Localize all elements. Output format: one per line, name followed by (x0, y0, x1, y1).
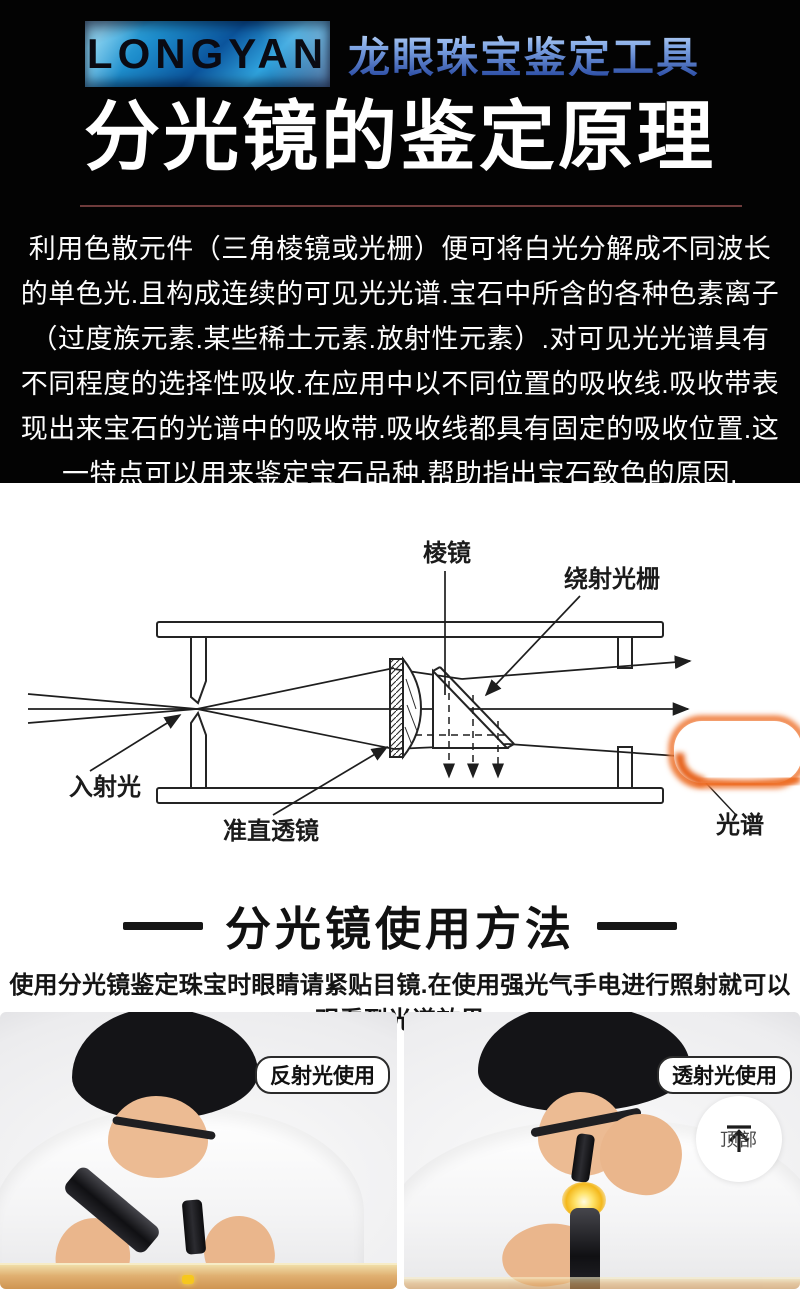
incoming-ray-upper (27, 693, 198, 710)
hero-section: LONGYAN 龙眼珠宝鉴定工具 分光镜的鉴定原理 利用色散元件（三角棱镜或光栅… (0, 0, 800, 489)
title-dash-right (597, 922, 677, 930)
back-to-top-button[interactable]: 顶部 (696, 1096, 782, 1182)
grating-plate (439, 666, 515, 745)
label-collimating-lens: 准直透镜 (223, 817, 319, 845)
label-prism: 棱镜 (423, 539, 471, 567)
person-face (108, 1096, 208, 1178)
paragraph-line: 不同程度的选择性吸收.在应用中以不同位置的吸收线.吸收带表 (20, 369, 780, 399)
flashlight-upright (570, 1208, 600, 1289)
dashed-rays (415, 681, 505, 779)
paragraph-line: 利用色散元件（三角棱镜或光栅）便可将白光分解成不同波长 (28, 234, 772, 264)
spectrum-glow (668, 715, 800, 789)
label-incident-light: 入射光 (69, 774, 141, 801)
paragraph-line: 的单色光.且构成连续的可见光光谱.宝石中所含的各种色素离子 (20, 279, 780, 309)
photo-label-transmitted: 透射光使用 (657, 1056, 792, 1094)
label-grating: 绕射光栅 (564, 565, 660, 593)
incoming-ray-lower (27, 708, 198, 724)
arrow-to-top-icon (727, 1125, 751, 1152)
spectroscope-diagram-svg: 棱镜 绕射光栅 入射光 准直透镜 光谱 (27, 539, 800, 845)
usage-section-title: 分光镜使用方法 (225, 903, 575, 955)
collimating-lens (389, 656, 422, 760)
tube-right-lower-stub (617, 746, 633, 789)
lens-pointer (272, 746, 389, 816)
photo-transmitted-light: 透射光使用 顶部 (404, 1012, 800, 1289)
tube-housing (156, 621, 664, 804)
table-surface (0, 1263, 397, 1289)
incident-pointer (89, 714, 182, 772)
paragraph-line: （过度族元素.某些稀土元素.放射性元素）.对可见光光谱具有 (30, 324, 770, 354)
title-divider (80, 205, 742, 207)
photo-label-reflected: 反射光使用 (255, 1056, 390, 1094)
slit-upper-jaw (190, 636, 207, 705)
prism (432, 666, 515, 749)
usage-section-title-row: 分光镜使用方法 (0, 897, 800, 955)
diverging-ray-lower (196, 708, 395, 750)
usage-description: 使用分光镜鉴定珠宝时眼睛请紧贴目镜.在使用强光气手电进行照射就可以观看到光谱效果 (9, 972, 791, 1034)
tube-bottom-bar (156, 787, 664, 804)
tube-top-bar (156, 621, 664, 638)
paragraph-line: 现出来宝石的光谱中的吸收带.吸收线都具有固定的吸收位置.这 (20, 414, 780, 444)
label-spectrum: 光谱 (715, 811, 764, 839)
gemstone (182, 1275, 194, 1284)
table-surface (404, 1277, 800, 1289)
spectroscope-diagram: 棱镜 绕射光栅 入射光 准直透镜 光谱 (0, 483, 800, 880)
brand-logo-text: LONGYAN (86, 30, 329, 77)
light-rays (27, 655, 692, 757)
title-dash-left (123, 922, 203, 930)
back-to-top-label: 顶部 (720, 1130, 758, 1150)
diverging-ray-upper (196, 667, 395, 710)
brand-title: 龙眼珠宝鉴定工具 (348, 24, 708, 81)
page-title: 分光镜的鉴定原理 (84, 95, 716, 180)
photo-reflected-light: 反射光使用 (0, 1012, 397, 1289)
exit-ray-lower (507, 743, 679, 757)
grating-pointer (484, 595, 581, 697)
slit-lower-jaw (190, 710, 207, 789)
principle-paragraph: 利用色散元件（三角棱镜或光栅）便可将白光分解成不同波长 的单色光.且构成连续的可… (0, 227, 800, 497)
exit-ray-upper (461, 655, 692, 680)
tube-right-upper-stub (617, 636, 633, 669)
brand-logo: LONGYAN (85, 21, 330, 87)
